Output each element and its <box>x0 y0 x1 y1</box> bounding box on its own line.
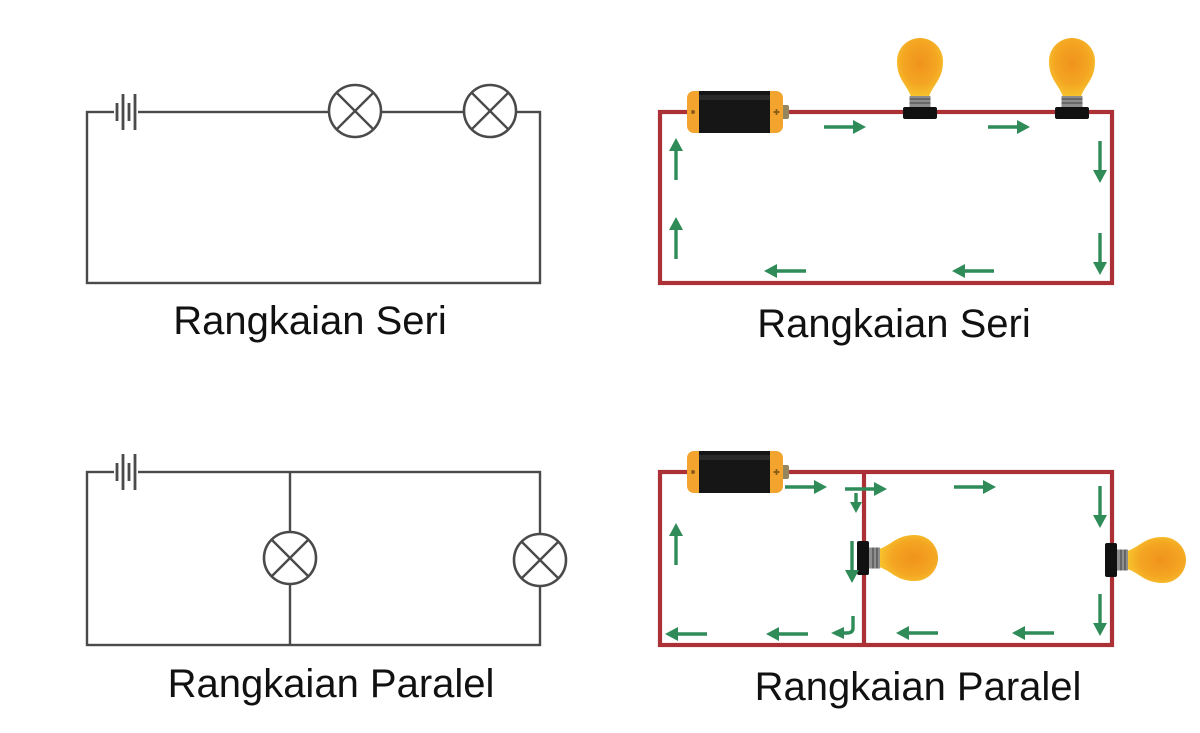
lamp-symbol-icon <box>327 83 383 139</box>
parallel-pictorial-circuit <box>657 450 1187 648</box>
series-pictorial-circuit <box>657 37 1115 286</box>
current-arrow-icon <box>986 118 1032 136</box>
current-arrow-icon <box>783 478 829 496</box>
battery-symbol-icon <box>112 92 140 132</box>
current-arrow-icon <box>1091 592 1109 638</box>
caption-series-schematic: Rangkaian Seri <box>173 299 447 343</box>
current-arrow-icon <box>952 478 998 496</box>
light-bulb-icon <box>1104 536 1187 584</box>
lamp-symbol-icon <box>462 83 518 139</box>
current-arrow-icon <box>822 118 868 136</box>
parallel-schematic-circuit <box>85 452 568 647</box>
current-arrow-icon <box>950 262 996 280</box>
current-arrow-icon <box>667 215 685 261</box>
battery-symbol-icon <box>112 452 140 492</box>
light-bulb-icon <box>1048 37 1096 120</box>
current-arrow-icon <box>843 539 861 585</box>
current-arrow-icon <box>1091 139 1109 185</box>
light-bulb-icon <box>856 534 939 582</box>
battery-icon <box>686 450 790 494</box>
current-arrow-icon <box>667 136 685 182</box>
red-wire-loop <box>657 109 1115 286</box>
current-arrow-icon <box>667 521 685 567</box>
series-schematic-circuit <box>85 83 542 285</box>
current-arrow-icon <box>1091 484 1109 530</box>
battery-icon <box>686 90 790 134</box>
caption-parallel-pictorial: Rangkaian Paralel <box>754 665 1082 709</box>
current-arrow-icon <box>1091 231 1109 277</box>
caption-parallel-schematic: Rangkaian Paralel <box>167 662 495 706</box>
current-arrow-icon <box>894 624 940 642</box>
light-bulb-icon <box>896 37 944 120</box>
current-arrow-icon <box>848 491 864 515</box>
current-arrow-turn-icon <box>831 616 855 639</box>
lamp-symbol-icon <box>512 532 568 588</box>
lamp-symbol-icon <box>262 530 318 586</box>
caption-series-pictorial: Rangkaian Seri <box>757 302 1031 346</box>
circuit-wire-loop <box>85 110 542 285</box>
current-arrow-icon <box>1010 624 1056 642</box>
current-arrow-icon <box>764 625 810 643</box>
current-arrow-icon <box>762 262 808 280</box>
current-arrow-icon <box>663 625 709 643</box>
